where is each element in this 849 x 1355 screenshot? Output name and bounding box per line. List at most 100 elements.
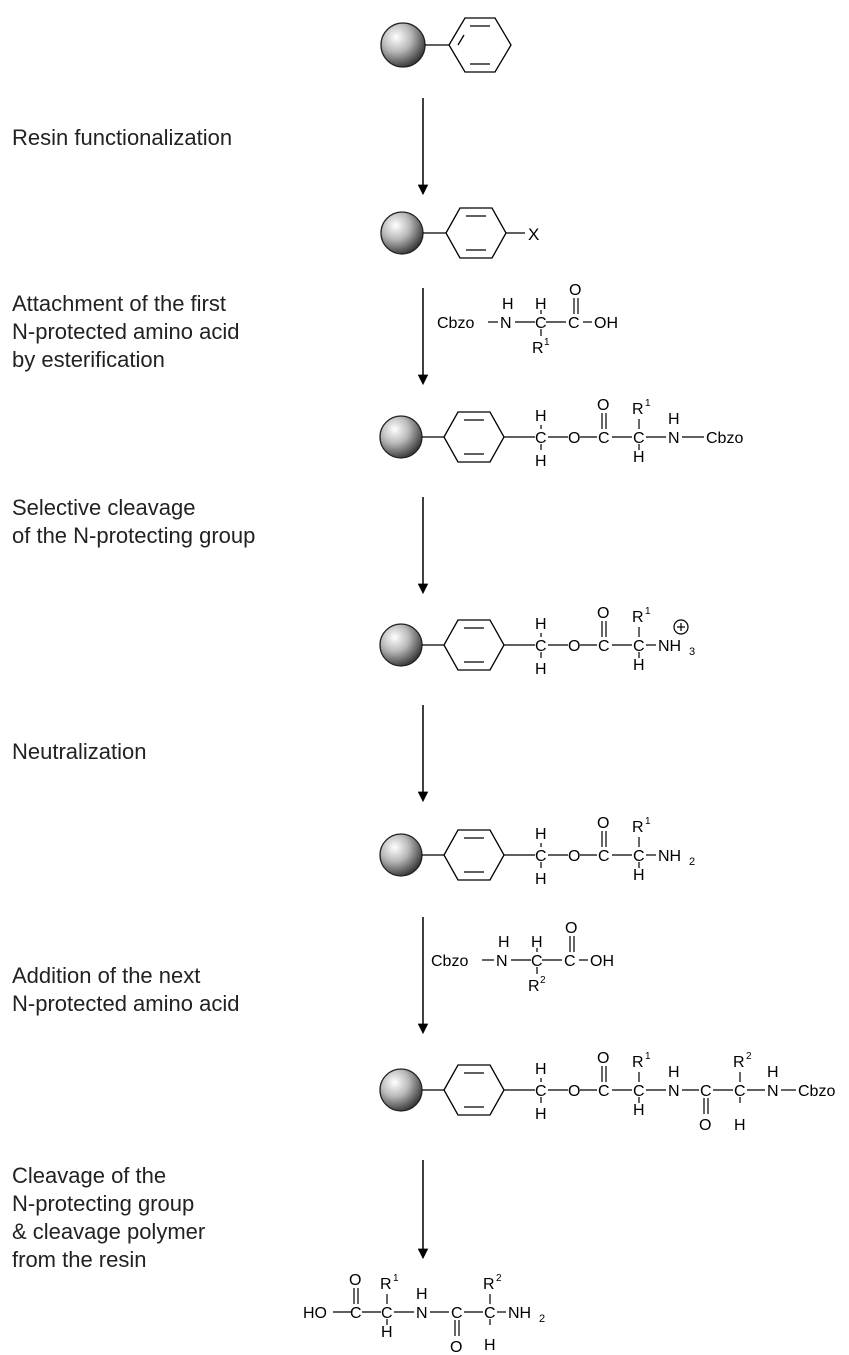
atom-label: R	[632, 819, 644, 836]
atom-label: C	[531, 953, 543, 970]
resin-bead	[380, 22, 426, 68]
atom-label: C	[598, 638, 610, 655]
atom-label: H	[535, 1061, 547, 1078]
atom-label: R	[632, 1054, 644, 1071]
atom-label: O	[569, 282, 581, 299]
atom-label: 2	[496, 1273, 502, 1284]
atom-label: R	[528, 978, 540, 995]
atom-label: 1	[393, 1273, 399, 1284]
step-label-resin-functionalization: Resin functionalization	[12, 125, 233, 150]
atom-label: Cbzo	[431, 953, 468, 970]
resin-bead	[380, 211, 424, 255]
atom-label: HO	[303, 1305, 327, 1322]
atom-label: N	[500, 315, 512, 332]
atom-label: H	[498, 934, 510, 951]
atom-label: 2	[689, 856, 695, 868]
atom-label: C	[535, 430, 547, 447]
atom-label: H	[531, 934, 543, 951]
atom-label: N	[767, 1083, 779, 1100]
resin-bead	[379, 623, 423, 667]
atom-label: N	[668, 430, 680, 447]
atom-label: R	[483, 1276, 495, 1293]
atom-label: C	[535, 315, 547, 332]
atom-label: C	[598, 1083, 610, 1100]
atom-label: C	[568, 315, 580, 332]
structure-ester-protected: H C H O O C R 1 C H H N Cbzo	[379, 397, 743, 470]
atom-label: C	[381, 1305, 393, 1322]
atom-label: C	[535, 638, 547, 655]
atom-label: O	[568, 430, 580, 447]
resin-bead	[379, 833, 423, 877]
structure-dipeptide-on-resin: H C H O O C R 1 C H H N C O R 2 C H H N …	[379, 1050, 835, 1134]
atom-label: H	[633, 449, 645, 466]
atom-label: 1	[645, 398, 651, 409]
atom-label: R	[380, 1276, 392, 1293]
positive-charge-icon	[673, 619, 689, 635]
atom-label: C	[633, 638, 645, 655]
atom-label: O	[597, 1050, 609, 1067]
atom-label: R	[532, 340, 544, 357]
atom-label: H	[668, 411, 680, 428]
atom-label: NH	[508, 1305, 531, 1322]
atom-label: H	[535, 661, 547, 678]
atom-label: O	[568, 848, 580, 865]
atom-label: Cbzo	[437, 315, 474, 332]
atom-label: C	[564, 953, 576, 970]
atom-label: R	[733, 1054, 745, 1071]
atom-label: N	[416, 1305, 428, 1322]
atom-label: OH	[594, 315, 618, 332]
atom-label: H	[633, 657, 645, 674]
atom-label: C	[451, 1305, 463, 1322]
atom-label: H	[535, 1106, 547, 1123]
step-label-addition: Addition of the next N-protected amino a…	[12, 963, 240, 1016]
atom-label: C	[633, 848, 645, 865]
atom-label: 1	[544, 337, 550, 348]
atom-label: H	[535, 616, 547, 633]
atom-label: H	[535, 453, 547, 470]
resin-bead	[379, 415, 423, 459]
bond-line	[457, 34, 465, 46]
atom-label: R	[632, 401, 644, 418]
atom-label: H	[416, 1286, 428, 1303]
atom-label: H	[633, 1102, 645, 1119]
atom-label: N	[668, 1083, 680, 1100]
reagent-next-amino-acid: Cbzo N H H C C O OH R 2	[431, 920, 614, 995]
atom-label: C	[350, 1305, 362, 1322]
step-label-attachment: Attachment of the first N-protected amin…	[12, 291, 240, 372]
atom-label: H	[668, 1064, 680, 1081]
atom-label: O	[568, 1083, 580, 1100]
atom-label: O	[597, 397, 609, 414]
reagent-first-amino-acid: Cbzo N H H C C O OH R 1	[437, 282, 618, 357]
atom-label: H	[734, 1117, 746, 1134]
structure-ammonium-salt: H C H O O C R 1 C H NH 3	[379, 605, 695, 678]
substituent-x: X	[528, 225, 539, 244]
atom-label: C	[700, 1083, 712, 1100]
atom-label: C	[633, 1083, 645, 1100]
atom-label: H	[381, 1324, 393, 1341]
atom-label: NH	[658, 848, 681, 865]
atom-label: 1	[645, 1051, 651, 1062]
atom-label: H	[633, 867, 645, 884]
structure-free-amine: H C H O O C R 1 C H NH 2	[379, 815, 695, 888]
atom-label: Cbzo	[706, 430, 743, 447]
atom-label: O	[568, 638, 580, 655]
atom-label: 1	[645, 606, 651, 617]
step-label-final-cleavage: Cleavage of the N-protecting group & cle…	[12, 1163, 206, 1272]
atom-label: H	[535, 408, 547, 425]
atom-label: C	[598, 430, 610, 447]
atom-label: C	[598, 848, 610, 865]
atom-label: OH	[590, 953, 614, 970]
atom-label: O	[565, 920, 577, 937]
atom-label: H	[767, 1064, 779, 1081]
atom-label: O	[699, 1117, 711, 1134]
atom-label: H	[484, 1337, 496, 1354]
atom-label: 2	[746, 1051, 752, 1062]
atom-label: C	[535, 1083, 547, 1100]
atom-label: 1	[645, 816, 651, 827]
atom-label: 2	[539, 1313, 545, 1325]
atom-label: C	[535, 848, 547, 865]
atom-label: C	[734, 1083, 746, 1100]
structure-dipeptide-product: HO O C R 1 C H H N C O R 2 C H NH 2	[303, 1272, 545, 1355]
atom-label: C	[484, 1305, 496, 1322]
